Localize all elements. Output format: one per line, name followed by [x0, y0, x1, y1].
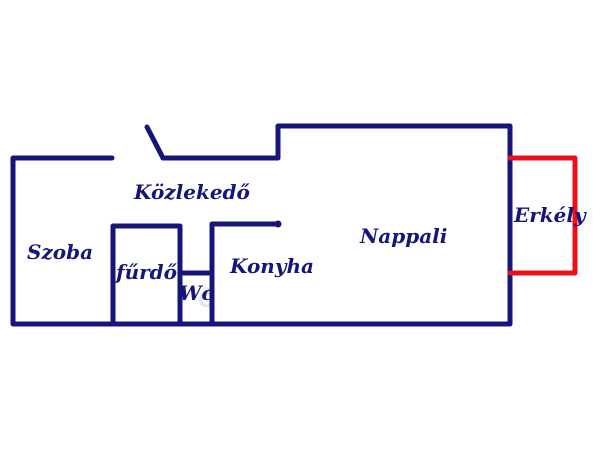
- room-label-kozlekedo: Közlekedő: [133, 180, 251, 204]
- room-label-szoba: Szoba: [27, 240, 93, 264]
- room-label-erkely: Erkély: [513, 203, 587, 227]
- balcony-railing: [507, 155, 578, 276]
- entrance-door: [144, 124, 166, 161]
- room-label-nappali: Nappali: [359, 224, 447, 248]
- kitchen-wall: [209, 221, 281, 327]
- room-label-furdo: fűrdő: [114, 260, 178, 284]
- room-label-konyha: Konyha: [229, 254, 314, 278]
- outer-wall: [10, 123, 513, 327]
- wall-end-dot: [274, 220, 282, 228]
- room-label-wc: Wc: [179, 281, 214, 305]
